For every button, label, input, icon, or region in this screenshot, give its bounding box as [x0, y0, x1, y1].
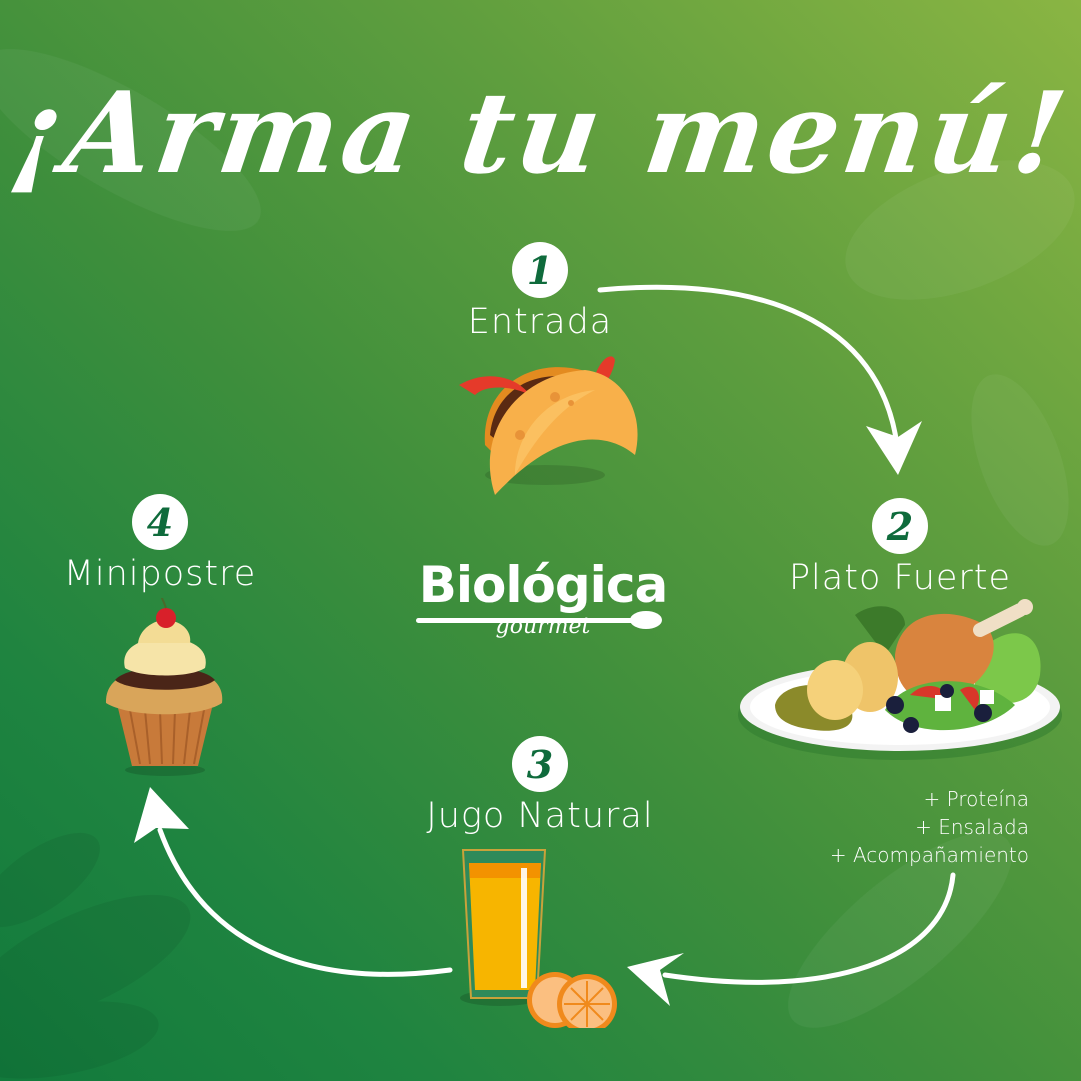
step-label: Plato Fuerte: [788, 558, 1012, 598]
step-label: Entrada: [467, 302, 613, 342]
step-label: Minipostre: [63, 554, 257, 594]
cupcake-icon: [105, 598, 223, 776]
step-label: Jugo Natural: [426, 796, 654, 836]
orange-juice-icon: [460, 849, 617, 1028]
step-entrada: 1 Entrada: [440, 242, 640, 342]
step-number-badge: 1: [512, 242, 568, 298]
step-jugo-natural: 3 Jugo Natural: [380, 736, 700, 836]
step-minipostre: 4 Minipostre: [40, 494, 280, 594]
logo-spoon-handle: [416, 618, 636, 623]
step-number-badge: 2: [872, 498, 928, 554]
page-title: ¡Arma tu menú!: [3, 68, 1078, 199]
step-plato-fuerte: 2 Plato Fuerte: [760, 498, 1040, 598]
extra-item-acompanamiento: + Acompañamiento: [829, 843, 1029, 867]
chicken-plate-icon: [738, 599, 1062, 760]
extra-item-ensalada: + Ensalada: [915, 815, 1029, 839]
plato-fuerte-extras-list: + Proteína + Ensalada + Acompañamiento: [830, 785, 1029, 869]
spoon-icon: [630, 611, 662, 629]
step-number-badge: 3: [512, 736, 568, 792]
brand-logo: Biológica gourmet: [408, 560, 678, 639]
taco-icon: [459, 356, 638, 495]
brand-name: Biológica: [418, 556, 668, 614]
extra-item-proteina: + Proteína: [923, 787, 1029, 811]
step-number-badge: 4: [132, 494, 188, 550]
